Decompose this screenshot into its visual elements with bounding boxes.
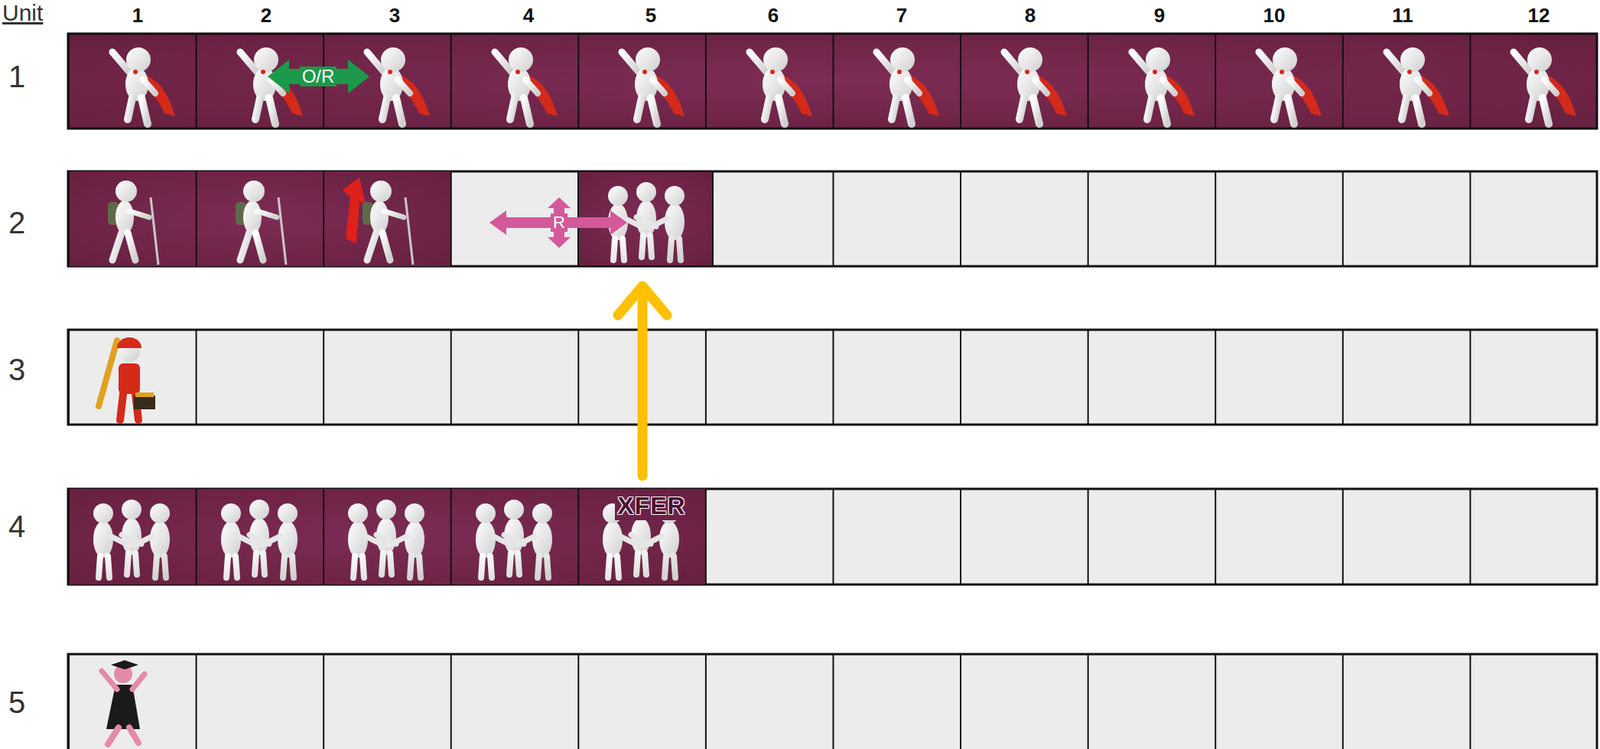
column-number: 4 bbox=[523, 4, 534, 27]
row-number: 1 bbox=[8, 59, 26, 94]
column-number: 8 bbox=[1024, 4, 1036, 27]
arrow-label: O/R bbox=[299, 66, 338, 87]
column-number: 9 bbox=[1154, 4, 1165, 27]
row-number: 5 bbox=[8, 685, 26, 719]
column-number: 12 bbox=[1528, 4, 1551, 27]
transfer-label: XFER bbox=[614, 492, 688, 520]
axis-title: Unit bbox=[2, 0, 43, 26]
column-number: 2 bbox=[260, 4, 272, 27]
column-number: 6 bbox=[767, 4, 779, 27]
column-number: 1 bbox=[132, 4, 144, 27]
row-number: 4 bbox=[8, 509, 26, 544]
column-number: 5 bbox=[645, 4, 657, 27]
column-number: 10 bbox=[1263, 4, 1286, 27]
column-number: 11 bbox=[1391, 4, 1414, 27]
arrow-label: R bbox=[550, 213, 568, 232]
row-number: 2 bbox=[8, 205, 26, 240]
column-number: 7 bbox=[896, 4, 908, 27]
column-number: 3 bbox=[389, 4, 400, 27]
row-number: 3 bbox=[8, 352, 26, 387]
